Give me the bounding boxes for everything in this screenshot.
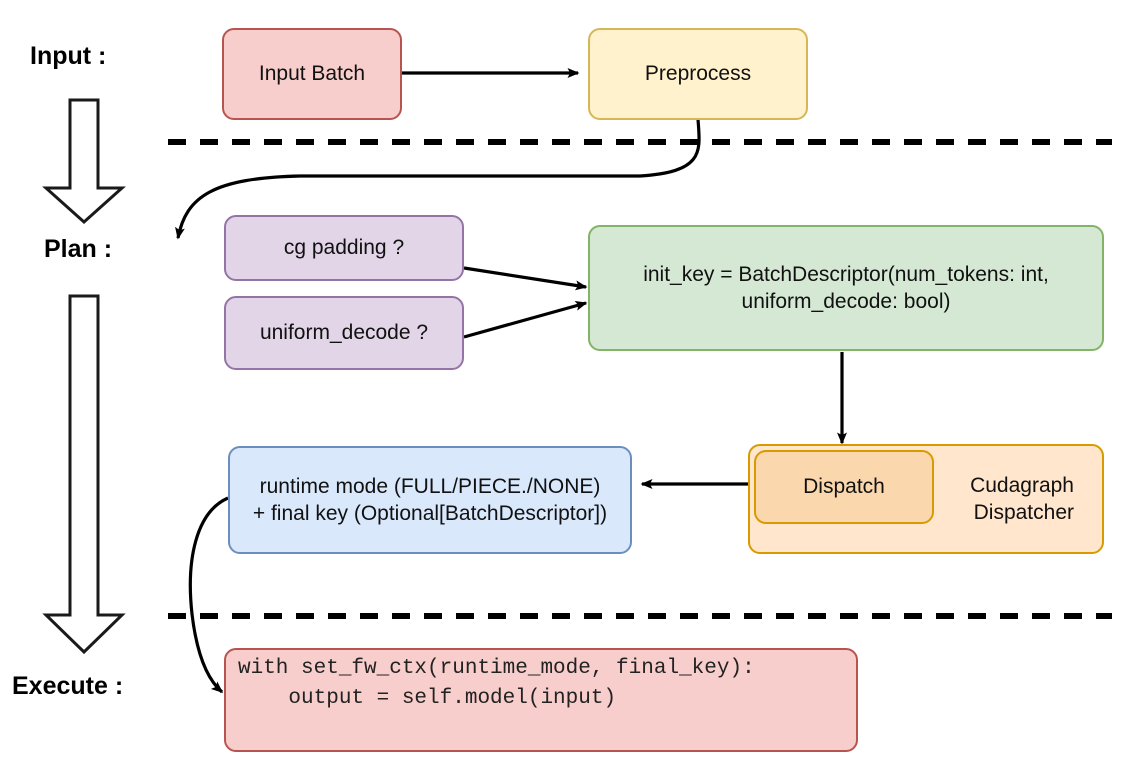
edge-runtimemode-to-execute — [188, 496, 229, 694]
node-preprocess[interactable]: Preprocess — [588, 28, 808, 120]
node-dispatch-label: Dispatch — [803, 475, 885, 499]
stage-label-execute: Execute : — [12, 672, 124, 700]
node-cg-padding-label: cg padding ? — [283, 236, 405, 260]
node-runtime-mode-line1: runtime mode (FULL/PIECE./NONE) — [259, 474, 601, 498]
node-init-key[interactable]: init_key = BatchDescriptor(num_tokens: i… — [588, 225, 1104, 351]
node-input-batch[interactable]: Input Batch — [222, 28, 402, 120]
node-runtime-mode[interactable]: runtime mode (FULL/PIECE./NONE) + final … — [228, 446, 632, 554]
node-execute-code-line1: with set_fw_ctx(runtime_mode, final_key)… — [238, 657, 755, 680]
node-init-key-line1: init_key = BatchDescriptor(num_tokens: i… — [643, 262, 1049, 286]
edge-uniformdecode-to-initkey — [463, 301, 588, 339]
node-cudagraph-dispatcher-line1: Cudagraph — [970, 473, 1074, 497]
node-execute-code[interactable]: with set_fw_ctx(runtime_mode, final_key)… — [224, 648, 858, 752]
edge-cgpadding-to-initkey — [463, 266, 588, 291]
node-init-key-line2: uniform_decode: bool) — [741, 290, 951, 313]
node-cg-padding[interactable]: cg padding ? — [224, 215, 464, 281]
node-uniform-decode[interactable]: uniform_decode ? — [224, 296, 464, 370]
node-execute-code-line2: output = self.model(input) — [238, 687, 617, 711]
node-input-batch-label: Input Batch — [258, 62, 366, 86]
node-runtime-mode-line2: + final key (Optional[BatchDescriptor]) — [252, 502, 608, 525]
stage-label-plan: Plan : — [44, 235, 113, 263]
node-preprocess-label: Preprocess — [644, 62, 752, 86]
node-uniform-decode-label: uniform_decode ? — [259, 321, 429, 345]
node-cudagraph-dispatcher-line2: Dispatcher — [973, 501, 1074, 524]
stage-label-input: Input : — [30, 42, 107, 70]
input-to-plan-arrow — [42, 98, 126, 225]
plan-to-execute-arrow — [42, 294, 126, 655]
node-dispatch[interactable]: Dispatch — [754, 450, 934, 524]
